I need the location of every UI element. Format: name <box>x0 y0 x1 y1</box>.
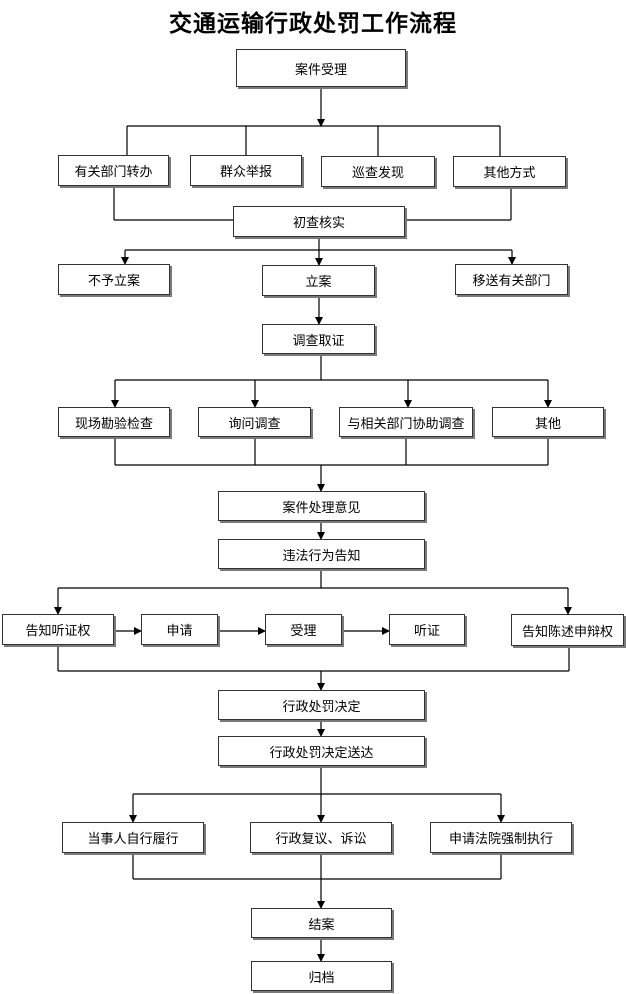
node-joint-investigation: 与相关部门协助调查 <box>339 407 473 437</box>
node-source-department-transfer: 有关部门转办 <box>58 155 169 186</box>
node-handling-opinion: 案件处理意见 <box>218 491 425 521</box>
node-other-investigation: 其他 <box>492 407 604 437</box>
node-decision-delivery: 行政处罚决定送达 <box>218 736 425 766</box>
node-penalty-decision: 行政处罚决定 <box>218 690 425 720</box>
node-archive: 归档 <box>251 961 392 991</box>
node-review-litigation: 行政复议、诉讼 <box>250 822 392 853</box>
node-apply: 申请 <box>141 614 218 645</box>
node-defense-right-notice: 告知陈述申辩权 <box>511 614 624 646</box>
node-preliminary-check: 初查核实 <box>233 206 405 237</box>
node-hearing-right-notice: 告知听证权 <box>2 614 114 645</box>
node-file-case: 立案 <box>262 265 375 296</box>
node-self-compliance: 当事人自行履行 <box>62 822 204 853</box>
page-title: 交通运输行政处罚工作流程 <box>169 10 457 37</box>
node-case-acceptance: 案件受理 <box>236 49 406 87</box>
node-accept-hearing: 受理 <box>265 614 342 645</box>
node-site-inspection: 现场勘验检查 <box>58 407 170 437</box>
node-source-patrol: 巡查发现 <box>321 156 435 187</box>
node-source-public-report: 群众举报 <box>190 155 302 186</box>
node-violation-notice: 违法行为告知 <box>218 539 425 569</box>
node-investigation: 调查取证 <box>262 324 375 354</box>
node-no-case: 不予立案 <box>58 264 170 295</box>
node-court-enforcement: 申请法院强制执行 <box>430 822 572 853</box>
node-hearing: 听证 <box>389 614 465 645</box>
node-source-other: 其他方式 <box>453 156 566 187</box>
node-inquiry: 询问调查 <box>198 407 311 437</box>
node-transfer: 移送有关部门 <box>455 264 568 295</box>
node-case-closed: 结案 <box>251 908 392 938</box>
